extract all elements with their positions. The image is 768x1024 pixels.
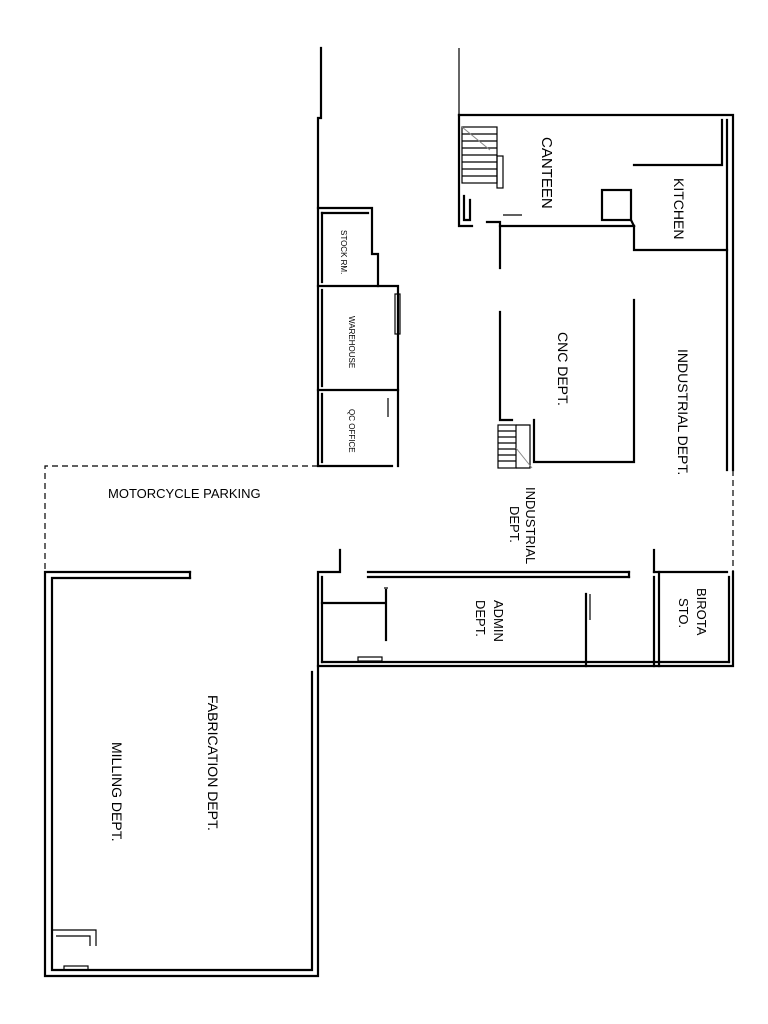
kitchen-label: KITCHEN bbox=[671, 178, 687, 239]
motorcycle-parking-label: MOTORCYCLE PARKING bbox=[108, 486, 261, 501]
birota-label-1: BIROTA bbox=[694, 588, 709, 636]
qc-office-label: QC OFFICE bbox=[347, 409, 356, 453]
canteen-label: CANTEEN bbox=[538, 137, 555, 209]
cnc-dept-label: CNC DEPT. bbox=[555, 332, 571, 406]
industrial-dept-right-label: INDUSTRIAL DEPT. bbox=[675, 349, 691, 475]
room-labels: CANTEEN KITCHEN STOCK RM. WAREHOUSE QC O… bbox=[108, 137, 709, 842]
birota-label-2: STO. bbox=[676, 598, 691, 628]
fabrication-block-walls bbox=[43, 570, 320, 978]
industrial-dept-center-label-1: INDUSTRIAL bbox=[523, 487, 538, 564]
fabrication-dept-label: FABRICATION DEPT. bbox=[205, 695, 221, 831]
admin-dept-label-1: ADMIN bbox=[491, 600, 506, 642]
motorcycle-parking-outline bbox=[44, 465, 734, 572]
upper-building-walls bbox=[316, 46, 735, 472]
admin-dept-label-2: DEPT. bbox=[473, 600, 488, 637]
milling-dept-label: MILLING DEPT. bbox=[109, 742, 125, 842]
warehouse-label: WAREHOUSE bbox=[347, 316, 356, 368]
admin-block-walls bbox=[316, 548, 735, 668]
storage-block-walls bbox=[316, 206, 401, 468]
stock-room-label: STOCK RM. bbox=[339, 230, 348, 274]
industrial-dept-center-label-2: DEPT. bbox=[507, 506, 522, 543]
